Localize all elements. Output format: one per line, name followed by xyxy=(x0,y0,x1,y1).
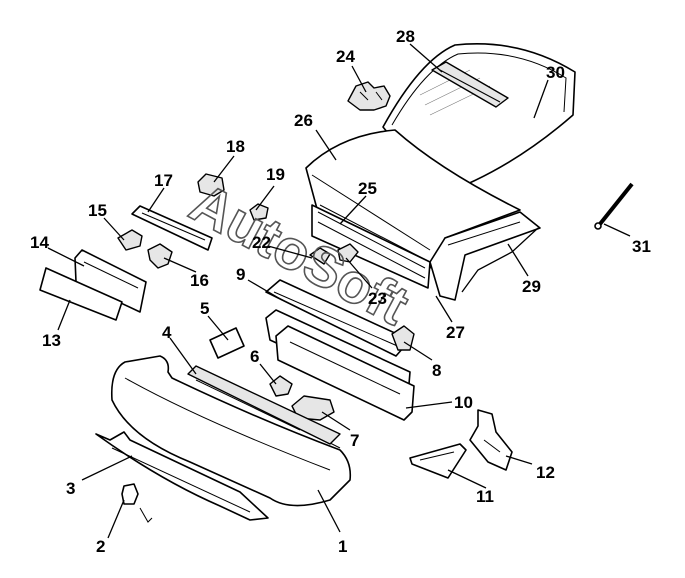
callout-5: 5 xyxy=(200,299,209,318)
callout-12: 12 xyxy=(536,463,555,482)
part-bracket-19 xyxy=(249,203,269,221)
callout-16: 16 xyxy=(190,271,209,290)
callout-18: 18 xyxy=(226,137,245,156)
callout-25: 25 xyxy=(358,179,377,198)
callout-13: 13 xyxy=(42,331,61,350)
part-clip-15 xyxy=(117,229,143,251)
callout-27: 27 xyxy=(446,323,465,342)
leader-lines xyxy=(47,43,631,539)
part-plate-holder xyxy=(74,249,147,313)
callout-11: 11 xyxy=(476,487,494,506)
callout-14: 14 xyxy=(30,233,49,252)
part-clip-16 xyxy=(147,243,173,269)
callout-31: 31 xyxy=(632,237,651,256)
callout-15: 15 xyxy=(88,201,107,220)
part-bracket-22 xyxy=(309,247,331,265)
part-sensor xyxy=(121,483,153,523)
part-clip-23 xyxy=(337,243,359,263)
callout-28: 28 xyxy=(396,27,415,46)
callout-7: 7 xyxy=(350,431,359,450)
part-front-panel xyxy=(311,204,431,289)
part-number-plate xyxy=(39,267,123,321)
callout-1: 1 xyxy=(338,537,347,556)
part-bracket-18 xyxy=(197,173,225,197)
callout-17: 17 xyxy=(154,171,173,190)
callout-30: 30 xyxy=(546,63,565,82)
part-reinforcement-bar xyxy=(131,205,213,251)
callout-6: 6 xyxy=(250,347,259,366)
callout-9: 9 xyxy=(236,265,245,284)
part-absorber xyxy=(265,309,415,421)
callout-19: 19 xyxy=(266,165,285,184)
callout-10: 10 xyxy=(454,393,473,412)
part-gas-strut xyxy=(594,182,634,230)
callout-29: 29 xyxy=(522,277,541,296)
callout-8: 8 xyxy=(432,361,441,380)
callout-26: 26 xyxy=(294,111,313,130)
callout-4: 4 xyxy=(162,323,172,342)
part-wing xyxy=(429,211,541,301)
part-block-5 xyxy=(209,327,245,359)
callout-3: 3 xyxy=(66,479,75,498)
callout-24: 24 xyxy=(336,47,355,66)
part-clip-6 xyxy=(269,375,293,397)
part-bracket-8 xyxy=(391,325,415,351)
callout-22: 22 xyxy=(252,233,271,252)
part-hinge xyxy=(347,81,391,111)
callout-labels: 1 2 3 4 5 6 7 8 9 10 11 12 13 14 15 16 1… xyxy=(30,27,651,556)
part-trim-strip xyxy=(187,365,341,445)
part-mirror-strip xyxy=(431,61,509,108)
callout-2: 2 xyxy=(96,537,105,556)
part-lamp-bracket xyxy=(469,409,513,471)
part-fog-lamp xyxy=(409,443,467,479)
callout-23: 23 xyxy=(368,289,387,308)
part-lower-spoiler xyxy=(95,431,269,521)
